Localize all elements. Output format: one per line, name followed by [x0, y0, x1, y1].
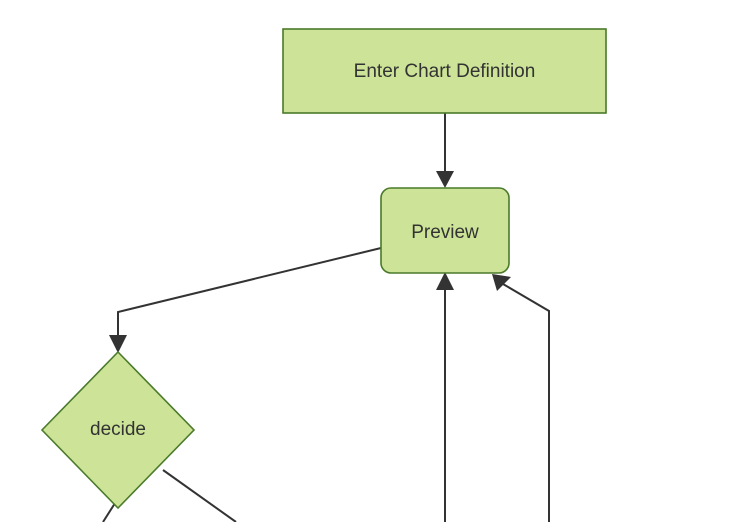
edge-return-right-line	[502, 283, 550, 522]
edge-preview-to-decide-line	[117, 247, 382, 344]
node-layer: Enter Chart Definition Preview decide	[40, 28, 607, 510]
edge-return-center-arrowhead	[436, 272, 454, 290]
node-preview-label: Preview	[411, 222, 479, 243]
edge-preview-to-decide[interactable]	[109, 247, 382, 353]
node-preview[interactable]: Preview	[380, 187, 510, 274]
node-enter-chart-definition-label: Enter Chart Definition	[354, 61, 536, 82]
node-preview-shape	[380, 187, 510, 274]
edge-return-center[interactable]	[436, 272, 454, 522]
edge-enter-to-preview-arrowhead	[436, 171, 454, 188]
edge-layer	[102, 113, 550, 522]
edge-return-right[interactable]	[492, 274, 550, 522]
edge-enter-to-preview[interactable]	[436, 113, 454, 188]
edge-decide-out-right[interactable]	[162, 469, 237, 522]
node-enter-chart-definition[interactable]: Enter Chart Definition	[282, 28, 607, 114]
edge-decide-out-right-line	[162, 469, 237, 522]
edge-return-right-arrowhead	[492, 274, 511, 291]
node-enter-chart-definition-shape	[282, 28, 607, 114]
node-decide-label: decide	[90, 419, 146, 440]
node-decide[interactable]: decide	[40, 350, 196, 510]
node-decide-shape	[40, 350, 196, 510]
edge-preview-to-decide-arrowhead	[109, 335, 127, 353]
